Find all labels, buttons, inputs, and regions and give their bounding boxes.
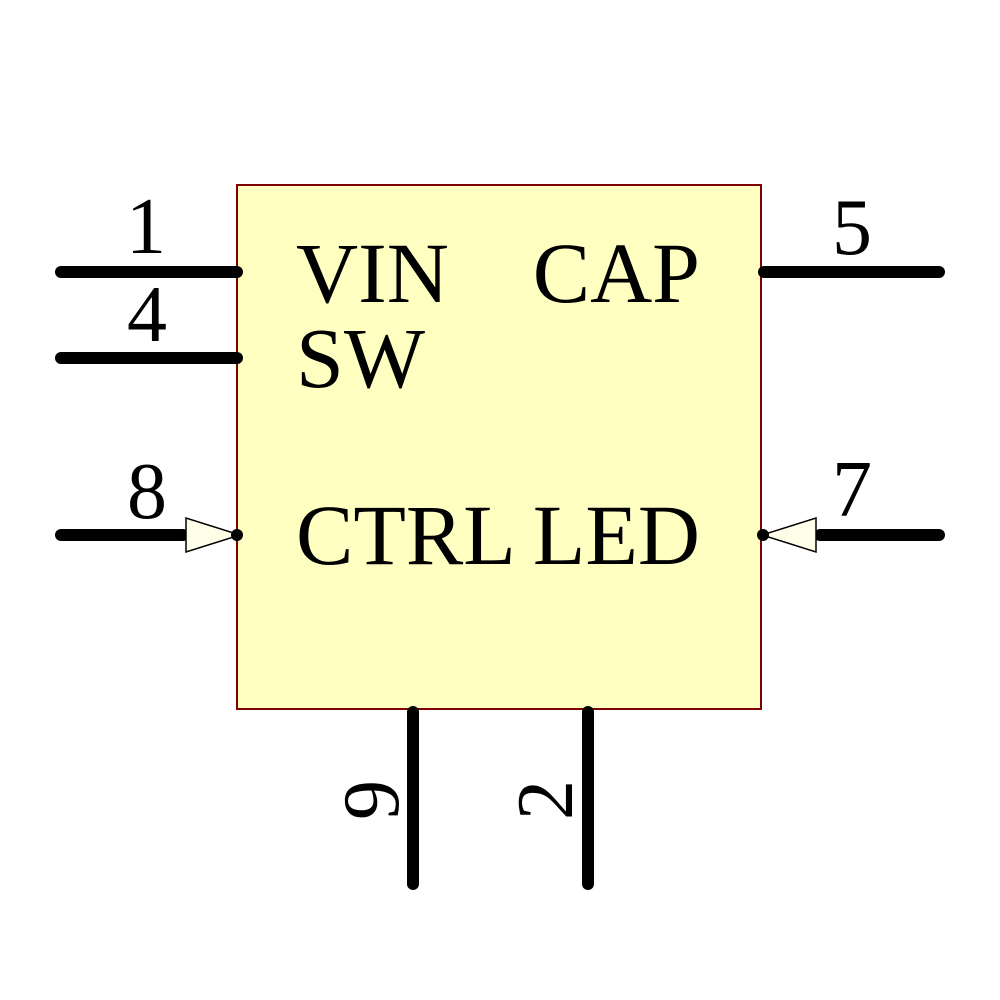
pin-7-input-arrow-icon <box>759 516 817 554</box>
pin-line-9[interactable] <box>407 706 419 890</box>
pin-8-input-arrow-icon <box>185 516 243 554</box>
pin-line-2[interactable] <box>582 706 594 890</box>
pin-number-9: 9 <box>328 780 416 820</box>
pin-label-vin: VIN <box>296 225 449 321</box>
pin-number-2: 2 <box>502 780 590 820</box>
pin-line-4[interactable] <box>55 352 243 364</box>
pin-number-4: 4 <box>127 271 167 359</box>
pin-number-5: 5 <box>832 184 872 272</box>
pin-line-1[interactable] <box>55 266 243 278</box>
pin-label-led: LED <box>532 487 700 583</box>
pin-label-cap: CAP <box>532 225 700 321</box>
pin-line-8[interactable] <box>55 529 189 541</box>
pin-7-endpoint-dot <box>757 529 769 541</box>
pin-label-sw: SW <box>296 310 425 406</box>
component-body[interactable] <box>236 184 762 710</box>
pin-number-7: 7 <box>832 446 872 534</box>
pin-label-ctrl: CTRL <box>296 487 516 583</box>
pin-number-1: 1 <box>126 183 166 271</box>
pin-8-endpoint-dot <box>231 529 243 541</box>
pin-line-7[interactable] <box>814 529 945 541</box>
pin-line-5[interactable] <box>758 266 945 278</box>
pin-number-8: 8 <box>127 448 167 536</box>
